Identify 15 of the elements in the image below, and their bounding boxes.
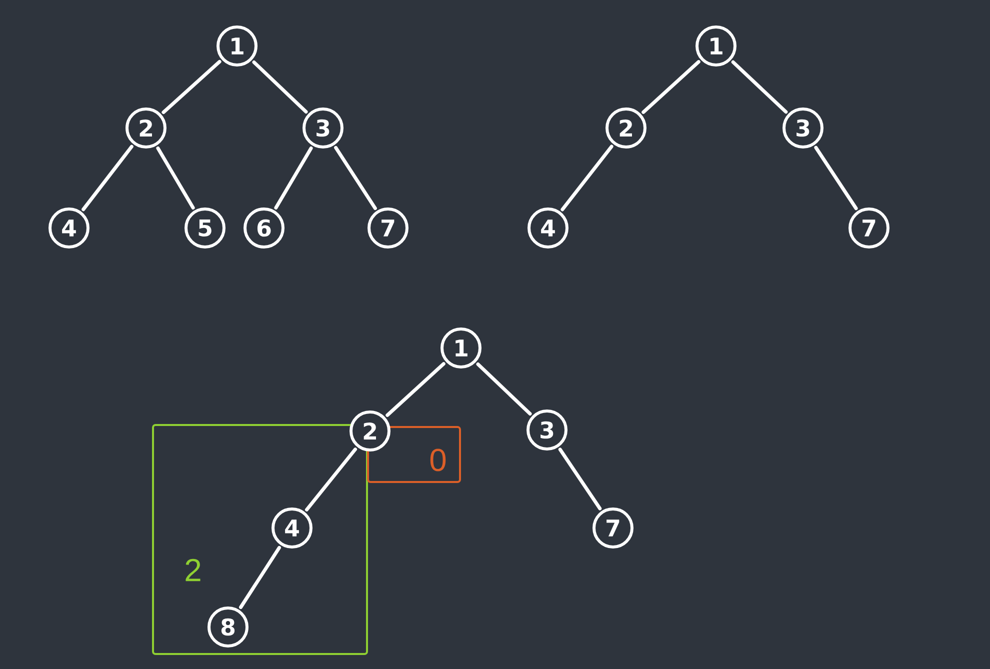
tree-edge [252,60,308,114]
tree-edge [386,362,446,417]
tree-edge [82,144,134,212]
tree-edge [304,448,358,512]
tree-edge [156,146,195,210]
tree-edge [334,146,377,210]
tree-edge [239,546,281,609]
tree-edge [731,60,788,114]
tree-edge [162,60,222,114]
tree-edge [476,362,532,416]
tree-edge [274,146,313,210]
tree-edge [642,60,700,114]
tree-edge [558,448,602,510]
tree-edge [814,146,858,210]
tree-edge [560,144,614,212]
